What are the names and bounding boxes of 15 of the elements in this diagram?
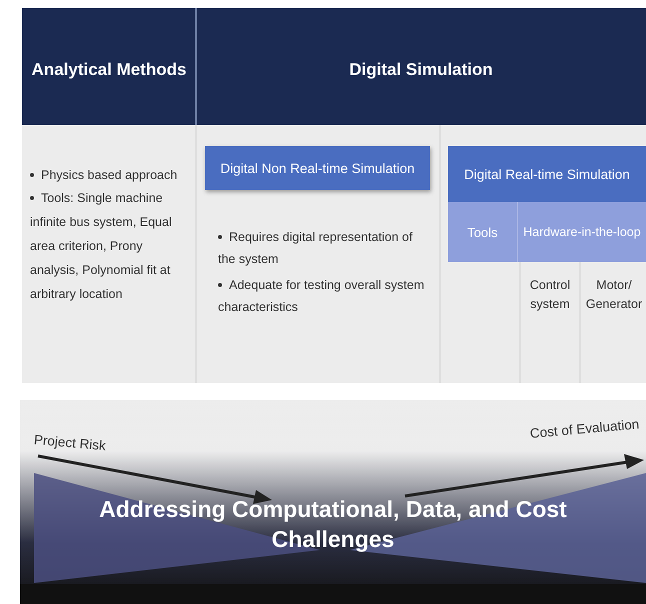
header-cell: Analytical Methods: [22, 40, 196, 100]
section-box: Digital Non Real-time Simulation: [205, 146, 430, 190]
bullet-item: Tools: Single machine infinite bus system, Equal area criterion, Prony analysis, Polynomial fit at arbitrary location: [30, 186, 192, 306]
bullet-item: Adequate for testing overall system characteristics: [218, 274, 428, 318]
header-cell: Digital Simulation: [196, 40, 646, 100]
bullet-item: Physics based approach: [30, 166, 192, 185]
column-header: Hardware-in-the-loop: [518, 202, 646, 262]
cell-text: Motor/ Generator: [584, 277, 644, 313]
section-box: Digital Real-time Simulation: [448, 146, 646, 202]
caption: Addressing Computational, Data, and Cost Challenges: [98, 495, 568, 554]
bullet-item: Requires digital representation of the system: [218, 226, 428, 270]
axis-label: Project Risk: [33, 431, 107, 456]
cell-text: Control system: [528, 277, 572, 313]
axis-label: Cost of Evaluation: [529, 415, 640, 443]
column-header: Tools: [448, 202, 518, 262]
